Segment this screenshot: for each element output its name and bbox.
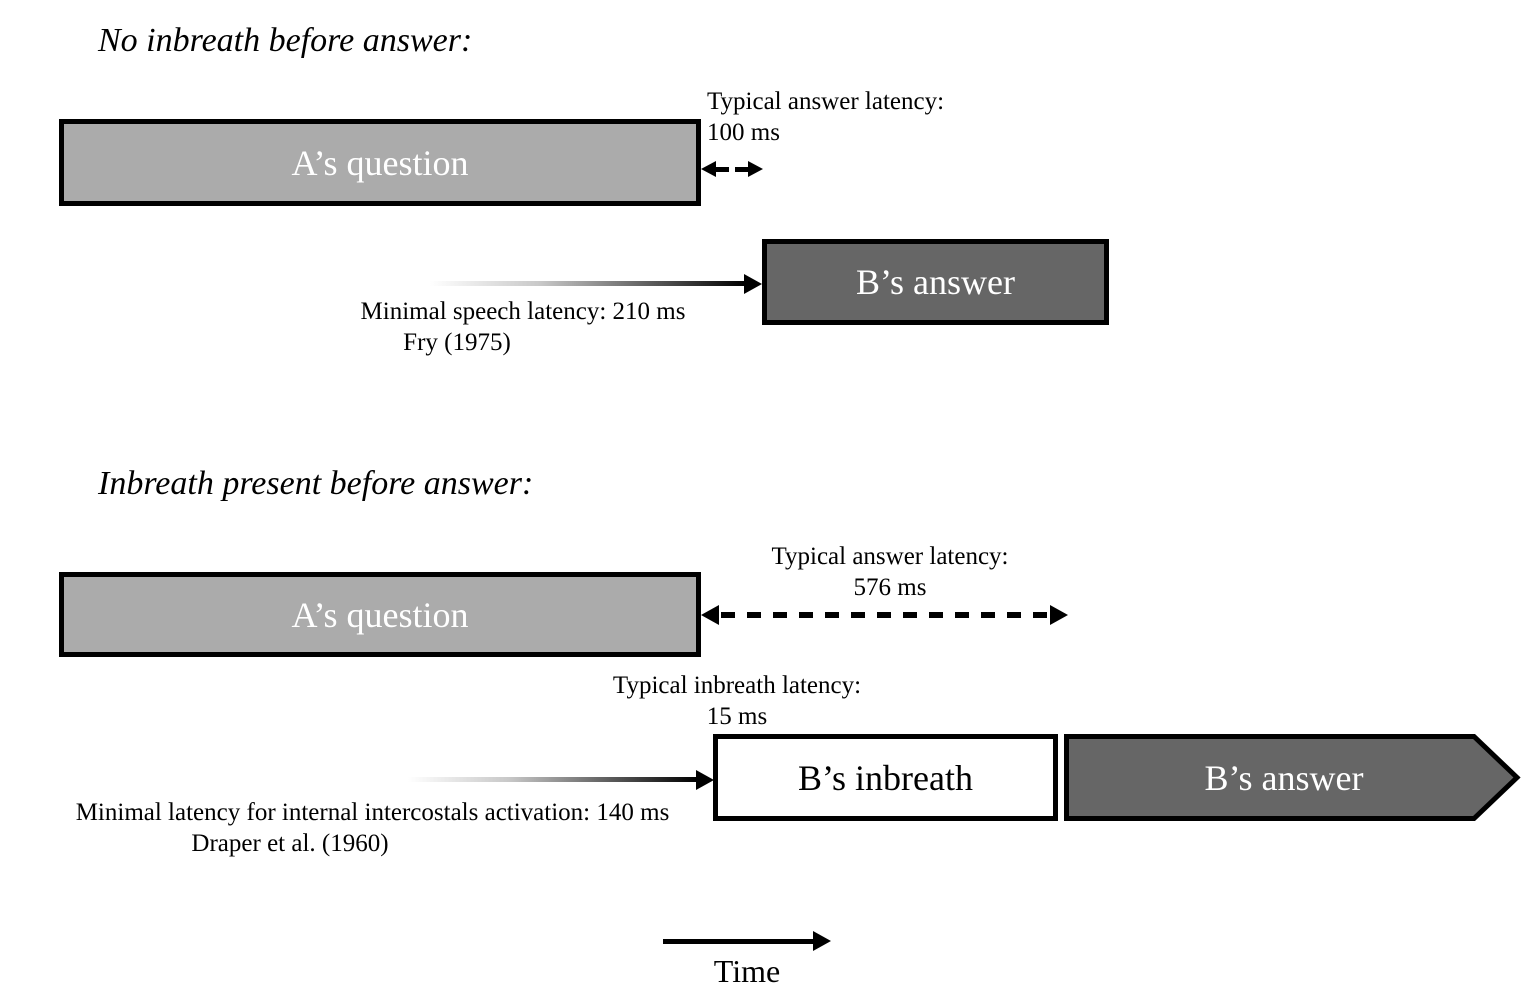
s2-inbreath-box: B’s inbreath (713, 734, 1058, 821)
s1-onset-arrow-head-icon (744, 274, 762, 294)
s1-gap-arrow-right-head-icon (748, 161, 763, 177)
s2-typical-latency-label: Typical answer latency: 576 ms (740, 541, 1040, 603)
s1-gap-arrow-left-shaft (714, 167, 729, 172)
s1-typical-latency-line1: Typical answer latency: (707, 88, 945, 115)
s2-answer-pentagon: B’s answer (1064, 734, 1524, 821)
s1-answer-box-label: B’s answer (856, 262, 1015, 302)
s2-inbreath-latency-line2: 15 ms (706, 703, 768, 730)
s2-answer-box-label: B’s answer (1204, 757, 1364, 798)
time-arrow-head-icon (813, 931, 831, 951)
s2-typical-latency-line2: 576 ms (853, 574, 927, 601)
s2-question-box-label: A’s question (291, 594, 469, 635)
s1-gap-arrow-left-head-icon (701, 161, 716, 177)
s2-dashed-arrow-shaft (721, 612, 1050, 618)
s1-minimal-latency-line2: Fry (1975) (403, 329, 511, 356)
s1-minimal-latency-line1: Minimal speech latency: 210 ms (360, 298, 686, 325)
section-title-inbreath: Inbreath present before answer: (98, 465, 534, 502)
s2-dashed-arrow-right-head-icon (1050, 605, 1068, 625)
s1-gap-arrow-right-shaft (735, 167, 749, 172)
s2-question-box: A’s question (59, 572, 701, 657)
s1-answer-box: B’s answer (762, 239, 1109, 325)
s1-typical-latency-label: Typical answer latency: 100 ms (707, 86, 987, 148)
section-title-no-inbreath: No inbreath before answer: (98, 22, 473, 59)
s2-dashed-arrow-left-head-icon (701, 605, 719, 625)
s2-typical-latency-line1: Typical answer latency: (771, 543, 1009, 570)
s2-minimal-latency-line1: Minimal latency for internal intercostal… (75, 799, 670, 826)
s1-question-box: A’s question (59, 119, 701, 206)
s1-onset-arrow-shaft (430, 281, 745, 286)
s2-onset-arrow-shaft (408, 777, 696, 782)
s2-answer-pentagon-shape-icon (1064, 734, 1521, 821)
time-axis-label: Time (713, 953, 781, 989)
s2-inbreath-latency-line1: Typical inbreath latency: (612, 672, 862, 699)
s1-typical-latency-line2: 100 ms (707, 119, 780, 146)
s1-question-box-label: A’s question (291, 142, 469, 183)
s2-minimal-latency-line2: Draper et al. (1960) (191, 830, 389, 857)
s2-inbreath-box-label: B’s inbreath (798, 757, 973, 798)
s2-inbreath-latency-label: Typical inbreath latency: 15 ms (587, 670, 887, 732)
time-arrow-shaft (663, 939, 813, 944)
s2-onset-arrow-head-icon (696, 770, 714, 790)
